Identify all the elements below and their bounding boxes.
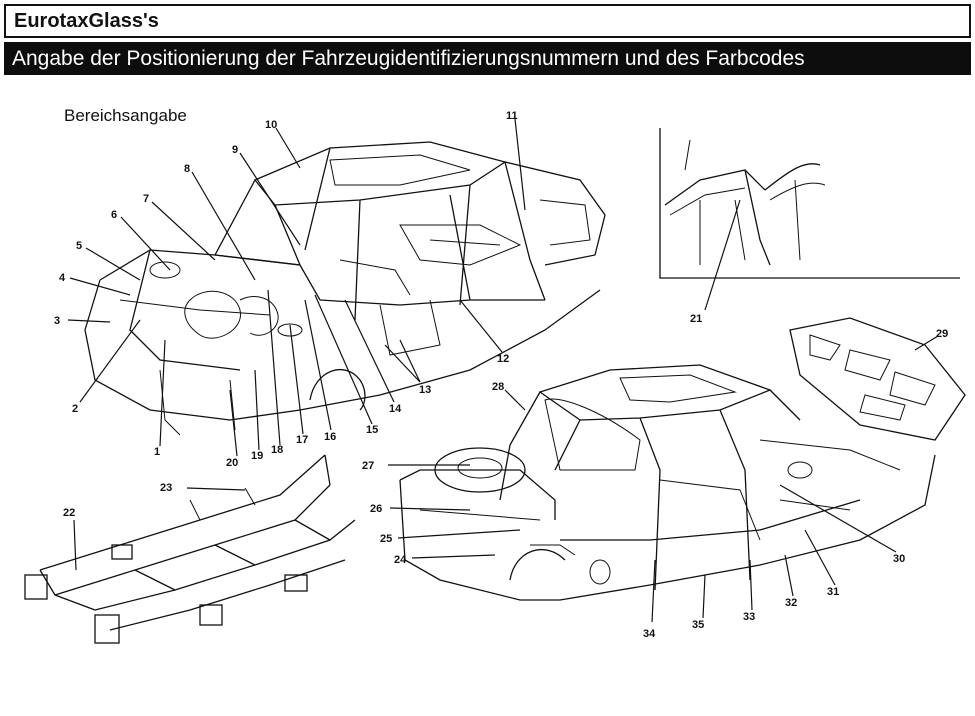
chassis-frame-drawing	[24, 454, 356, 644]
callout-35: 35	[692, 619, 704, 631]
callout-7: 7	[143, 193, 149, 205]
callout-11: 11	[506, 110, 518, 122]
callout-34: 34	[643, 628, 656, 640]
callout-5: 5	[76, 240, 82, 252]
callout-1: 1	[154, 446, 160, 458]
callout-3: 3	[54, 315, 60, 327]
callout-17: 17	[296, 434, 308, 446]
callout-10: 10	[265, 119, 277, 131]
callout-21: 21	[690, 313, 702, 325]
rear-body-shell-drawing	[399, 317, 966, 601]
callout-2: 2	[72, 403, 78, 415]
callout-15: 15	[366, 424, 378, 436]
callout-22: 22	[63, 507, 75, 519]
front-body-shell-drawing	[84, 141, 606, 436]
callout-14: 14	[389, 403, 402, 415]
callout-25: 25	[380, 533, 392, 545]
callout-29: 29	[936, 328, 948, 340]
callout-16: 16	[324, 431, 336, 443]
callout-4: 4	[59, 272, 66, 284]
callout-20: 20	[226, 457, 238, 469]
callout-6: 6	[111, 209, 117, 221]
callout-13: 13	[419, 384, 431, 396]
callout-32: 32	[785, 597, 797, 609]
callout-28: 28	[492, 381, 504, 393]
callout-19: 19	[251, 450, 263, 462]
callout-24: 24	[394, 554, 407, 566]
page-title-banner: Angabe der Positionierung der Fahrzeugid…	[4, 42, 971, 75]
brand-title: EurotaxGlass's	[4, 4, 971, 38]
callout-12: 12	[497, 353, 509, 365]
callout-33: 33	[743, 611, 755, 623]
callout-30: 30	[893, 553, 905, 565]
callout-23: 23	[160, 482, 172, 494]
callout-26: 26	[370, 503, 382, 515]
callout-9: 9	[232, 144, 238, 156]
callout-numbers: 1 2 3 4 5 6 7 8 9 10 11 12 13 14 15 16 1…	[54, 110, 948, 640]
detail-inset-drawing	[659, 128, 960, 279]
callout-18: 18	[271, 444, 283, 456]
area-label: Bereichsangabe	[64, 106, 187, 125]
callout-31: 31	[827, 586, 839, 598]
callout-8: 8	[184, 163, 190, 175]
leader-lines	[67, 118, 939, 623]
callout-27: 27	[362, 460, 374, 472]
